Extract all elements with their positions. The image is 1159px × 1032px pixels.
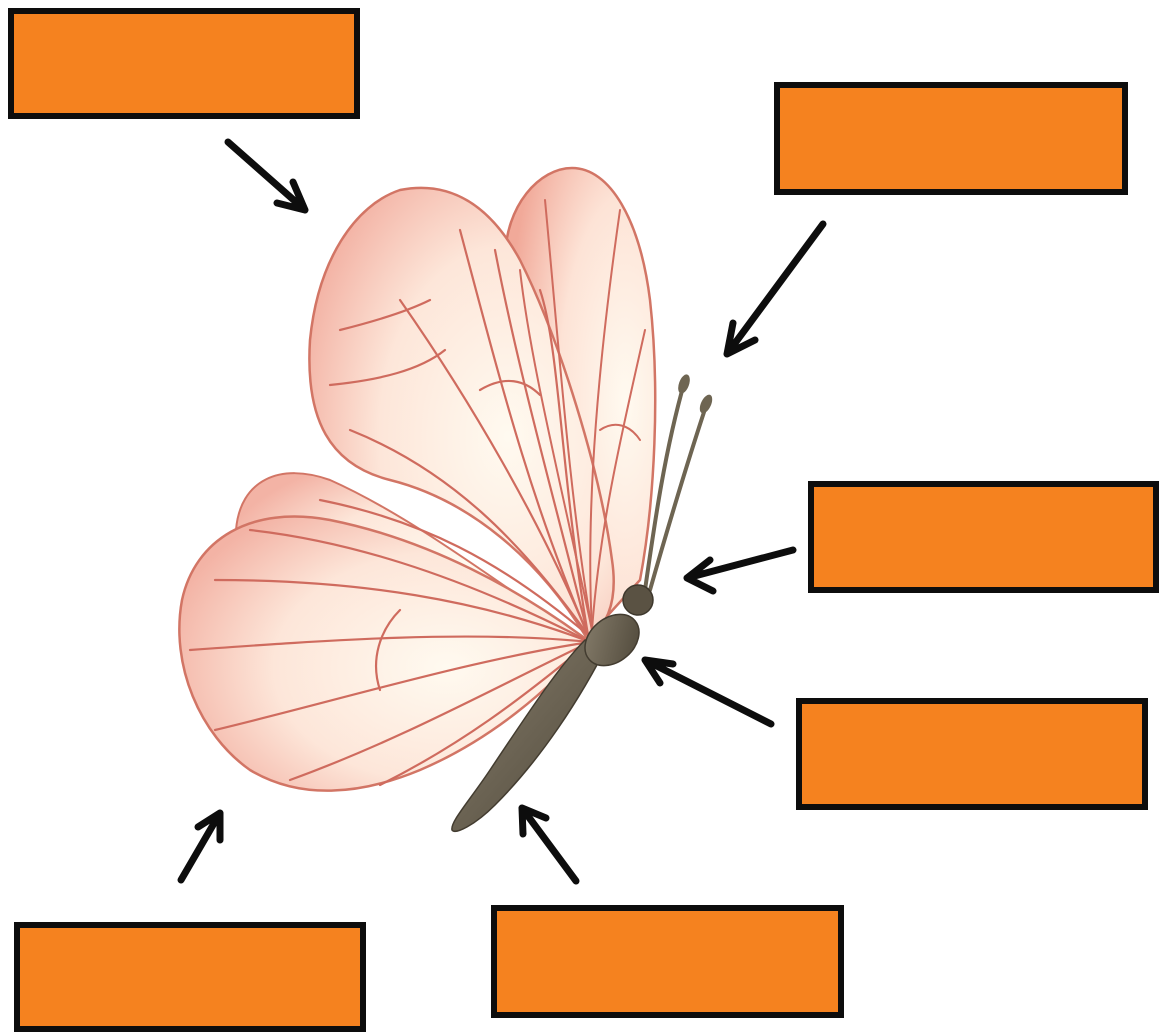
arrow-bottom-left bbox=[181, 813, 220, 880]
arrow-top-left bbox=[228, 142, 305, 210]
label-box-top-left[interactable] bbox=[8, 8, 360, 119]
label-box-bottom-left[interactable] bbox=[14, 922, 366, 1032]
label-box-mid-right[interactable] bbox=[808, 481, 1159, 593]
label-box-bottom-center[interactable] bbox=[491, 905, 844, 1018]
label-box-top-right[interactable] bbox=[774, 82, 1128, 195]
arrow-top-right bbox=[727, 224, 823, 354]
head bbox=[623, 585, 653, 615]
arrow-mid-right bbox=[687, 550, 793, 591]
arrow-bottom-center bbox=[522, 808, 576, 881]
arrow-lower-right bbox=[645, 660, 771, 724]
antenna-tip-1 bbox=[676, 373, 692, 395]
label-box-lower-right[interactable] bbox=[796, 698, 1148, 810]
antenna-tip-2 bbox=[697, 393, 715, 415]
